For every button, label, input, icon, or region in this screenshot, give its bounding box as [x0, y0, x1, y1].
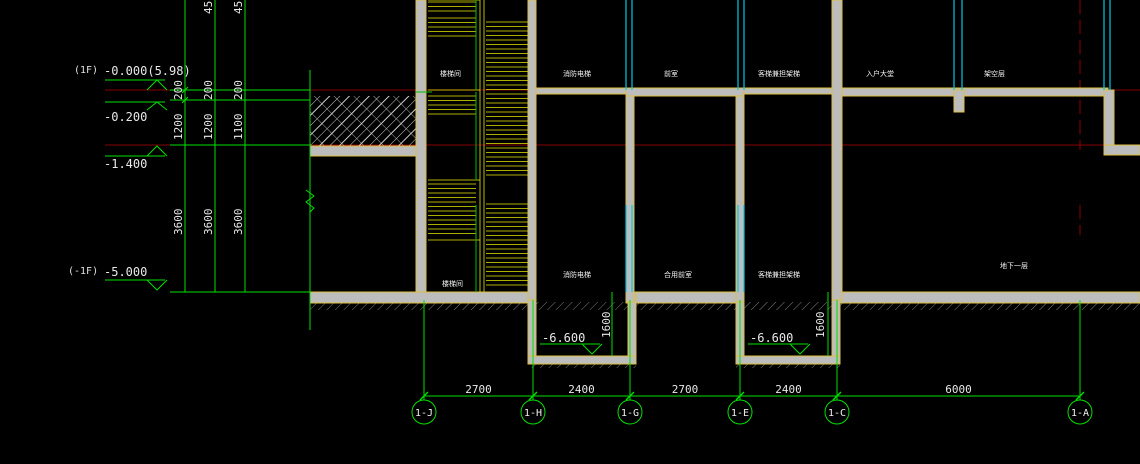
floor-tag-b1: (-1F): [68, 266, 98, 277]
axis-bubble-5: [824, 399, 850, 425]
stair: [428, 0, 528, 292]
axis-label: 1-C: [828, 408, 846, 419]
axis-bubble-3: [617, 399, 643, 425]
level-markers: [105, 79, 811, 355]
axis-label: 1-E: [731, 408, 749, 419]
dim-col2-upper2: 200: [202, 80, 215, 100]
glazing-lines: [625, 0, 1111, 292]
room-passenger-lift-upper: 客梯兼担架梯: [758, 69, 800, 78]
level-minus-1-4: -1.400: [104, 157, 147, 171]
axis-bubble-1: [411, 399, 437, 425]
horizontal-dimension: 2400: [775, 383, 802, 396]
horizontal-dimension: 2700: [672, 383, 699, 396]
room-passenger-lift-lower: 客梯兼担架梯: [758, 270, 800, 279]
room-basement-1: 地下一层: [1000, 261, 1028, 270]
dim-col1-lower: 3600: [172, 209, 185, 236]
dim-col3-lower: 3600: [232, 209, 245, 236]
level-b1: -5.000: [104, 265, 147, 279]
room-open-floor: 架空层: [984, 69, 1005, 78]
horizontal-dimension: 2400: [568, 383, 595, 396]
horizontal-dimension: 6000: [945, 383, 972, 396]
axis-label: 1-H: [524, 408, 542, 419]
dim-col3-upper2: 200: [232, 80, 245, 100]
axis-label: 1-J: [415, 408, 433, 419]
axis-bubble-2: [520, 399, 546, 425]
room-stair-upper: 楼梯间: [440, 69, 461, 78]
floor-tag-1f: (1F): [74, 65, 98, 76]
axis-grid: 1-J 1-H 1-G 1-E 1-C 1-A 2700 2400 2700 2400 6000: [411, 300, 1093, 425]
dim-col1-upper2: 200: [172, 80, 185, 100]
axis-label: 1-G: [621, 408, 639, 419]
vertical-dimensions: [170, 0, 829, 356]
room-shared-lobby: 合用前室: [664, 270, 692, 279]
axis-bubble-6: [1067, 399, 1093, 425]
dim-pit-left: 1600: [600, 312, 613, 339]
level-pit-right: -6.600: [750, 331, 793, 345]
dim-col2-top: 45: [202, 1, 215, 14]
dim-col3-top: 45: [232, 1, 245, 14]
reference-lines: [105, 0, 1140, 235]
dim-col3-upper: 1100: [232, 114, 245, 141]
room-fire-lift-upper: 消防电梯: [563, 69, 591, 78]
room-lobby-upper: 前室: [664, 69, 678, 78]
dim-col2-lower: 3600: [202, 209, 215, 236]
level-pit-left: -6.600: [542, 331, 585, 345]
structure: [309, 0, 1140, 365]
axis-label: 1-A: [1071, 408, 1089, 419]
soil-below-slab: [310, 302, 1140, 310]
room-fire-lift-lower: 消防电梯: [563, 270, 591, 279]
room-entrance-hall: 入户大堂: [866, 69, 894, 78]
room-stair-lower: 楼梯间: [442, 279, 463, 288]
dim-pit-right: 1600: [814, 312, 827, 339]
level-minus-0-2: -0.200: [104, 110, 147, 124]
dim-col2-upper: 1200: [202, 114, 215, 141]
dim-col1-upper: 1200: [172, 114, 185, 141]
axis-bubble-4: [727, 399, 753, 425]
level-1f: -0.000(5.98): [104, 64, 191, 78]
horizontal-dimension: 2700: [465, 383, 492, 396]
